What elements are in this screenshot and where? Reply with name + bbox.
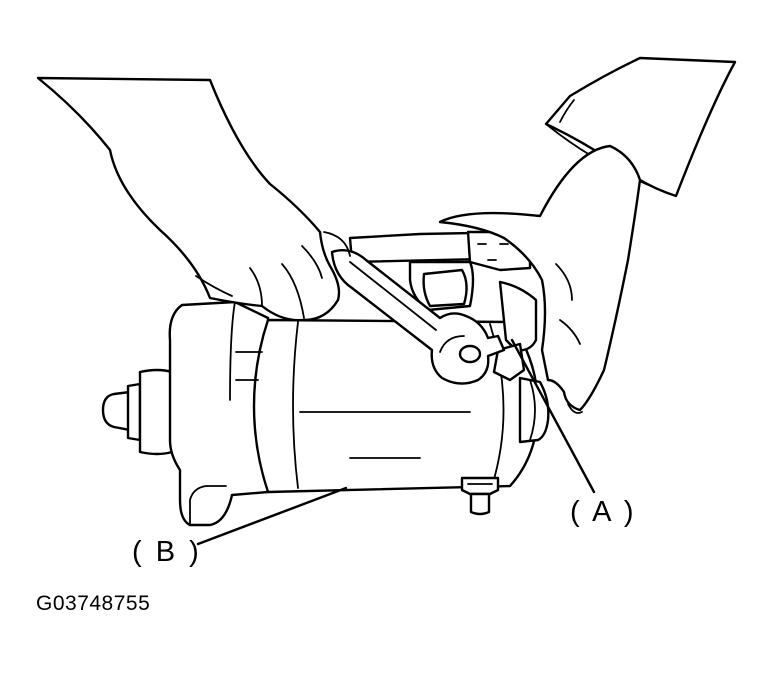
front-housing	[168, 300, 270, 527]
left-hand-outline	[36, 76, 341, 322]
left-hand	[36, 76, 351, 322]
solenoid	[348, 230, 544, 382]
callout-a: ( A )	[570, 496, 637, 528]
leader-line-a	[510, 338, 596, 494]
figure-code: G03748755	[36, 592, 151, 615]
open-end-wrench	[330, 249, 506, 385]
right-sleeve	[544, 56, 737, 198]
callout-b: ( B )	[132, 536, 202, 568]
shaft-stub	[101, 390, 132, 432]
right-hand	[438, 56, 737, 414]
terminal-stud	[498, 280, 538, 352]
right-hand-outline	[438, 144, 642, 412]
bottom-terminal	[460, 476, 500, 496]
leader-line-b	[196, 486, 348, 546]
